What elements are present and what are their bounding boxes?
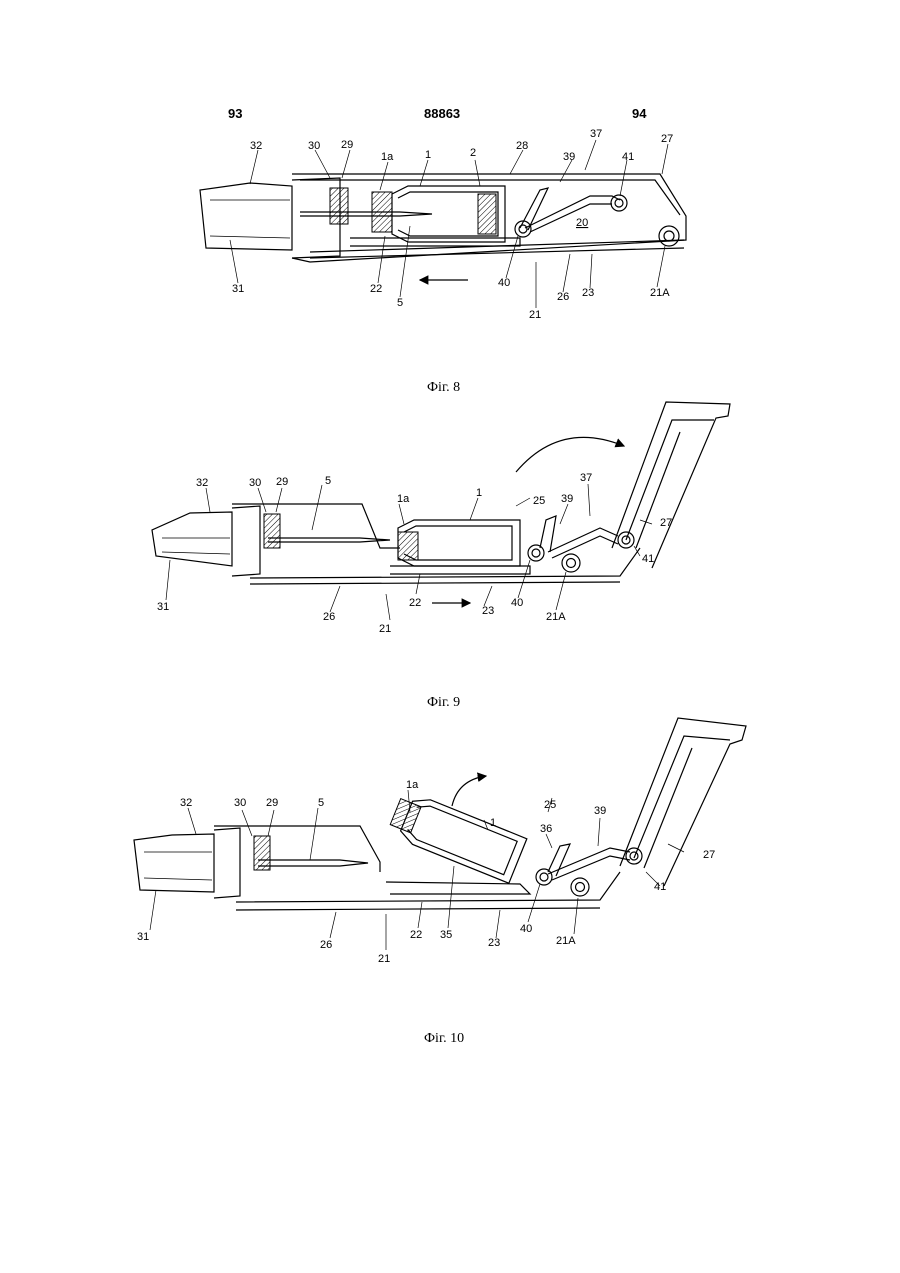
fig9-label: 21A bbox=[546, 611, 566, 623]
fig9-label: 1 bbox=[476, 487, 482, 499]
fig10-label: 29 bbox=[266, 797, 278, 809]
fig9-label: 21 bbox=[379, 623, 391, 635]
fig8-label: 27 bbox=[661, 133, 673, 145]
fig10-label: 1a bbox=[406, 779, 419, 791]
fig10-label: 27 bbox=[703, 849, 715, 861]
figure-8-caption: Фіг. 8 bbox=[427, 380, 460, 396]
fig10-label: 23 bbox=[488, 937, 500, 949]
fig10-label: 22 bbox=[410, 929, 422, 941]
fig10-label: 41 bbox=[654, 881, 666, 893]
figure-8-drawing bbox=[200, 140, 686, 308]
fig8-label: 2 bbox=[470, 147, 476, 159]
fig10-label: 21 bbox=[378, 953, 390, 965]
fig10-label: 1 bbox=[490, 817, 496, 829]
figure-8-labels: 32 30 29 1a 1 2 28 37 39 41 27 20 31 22 … bbox=[232, 128, 673, 321]
fig9-label: 1a bbox=[397, 493, 410, 505]
fig8-label: 37 bbox=[590, 128, 602, 140]
figure-9-caption: Фіг. 9 bbox=[427, 695, 460, 711]
fig8-label: 41 bbox=[622, 151, 634, 163]
fig9-label: 22 bbox=[409, 597, 421, 609]
fig8-label: 28 bbox=[516, 140, 528, 152]
figure-10-caption: Фіг. 10 bbox=[424, 1031, 464, 1047]
fig10-label: 26 bbox=[320, 939, 332, 951]
fig8-label: 31 bbox=[232, 283, 244, 295]
fig10-label: 40 bbox=[520, 923, 532, 935]
fig9-label: 27 bbox=[660, 517, 672, 529]
fig9-label: 40 bbox=[511, 597, 523, 609]
fig8-label: 30 bbox=[308, 140, 320, 152]
fig8-label: 26 bbox=[557, 291, 569, 303]
fig8-label: 20 bbox=[576, 217, 588, 229]
fig9-label: 32 bbox=[196, 477, 208, 489]
fig9-label: 39 bbox=[561, 493, 573, 505]
fig8-label: 1a bbox=[381, 151, 394, 163]
fig8-label: 23 bbox=[582, 287, 594, 299]
fig10-label: 32 bbox=[180, 797, 192, 809]
fig8-label: 29 bbox=[341, 139, 353, 151]
fig10-label: 25 bbox=[544, 799, 556, 811]
fig10-label: 36 bbox=[540, 823, 552, 835]
fig9-label: 31 bbox=[157, 601, 169, 613]
fig8-label: 1 bbox=[425, 149, 431, 161]
fig10-label: 21A bbox=[556, 935, 576, 947]
fig10-label: 30 bbox=[234, 797, 246, 809]
fig10-label: 35 bbox=[440, 929, 452, 941]
figure-9-drawing bbox=[152, 402, 730, 620]
fig9-label: 41 bbox=[642, 553, 654, 565]
fig10-label: 39 bbox=[594, 805, 606, 817]
fig9-label: 30 bbox=[249, 477, 261, 489]
fig8-label: 40 bbox=[498, 277, 510, 289]
fig8-label: 21 bbox=[529, 309, 541, 321]
fig9-label: 23 bbox=[482, 605, 494, 617]
fig8-label: 22 bbox=[370, 283, 382, 295]
fig8-label: 32 bbox=[250, 140, 262, 152]
figure-10-drawing bbox=[134, 718, 746, 950]
fig8-label: 5 bbox=[397, 297, 403, 309]
fig8-label: 21A bbox=[650, 287, 670, 299]
fig9-label: 26 bbox=[323, 611, 335, 623]
fig10-label: 5 bbox=[318, 797, 324, 809]
fig9-label: 5 bbox=[325, 475, 331, 487]
fig10-label: 31 bbox=[137, 931, 149, 943]
fig8-label: 39 bbox=[563, 151, 575, 163]
fig9-label: 25 bbox=[533, 495, 545, 507]
fig9-label: 37 bbox=[580, 472, 592, 484]
fig9-label: 29 bbox=[276, 476, 288, 488]
